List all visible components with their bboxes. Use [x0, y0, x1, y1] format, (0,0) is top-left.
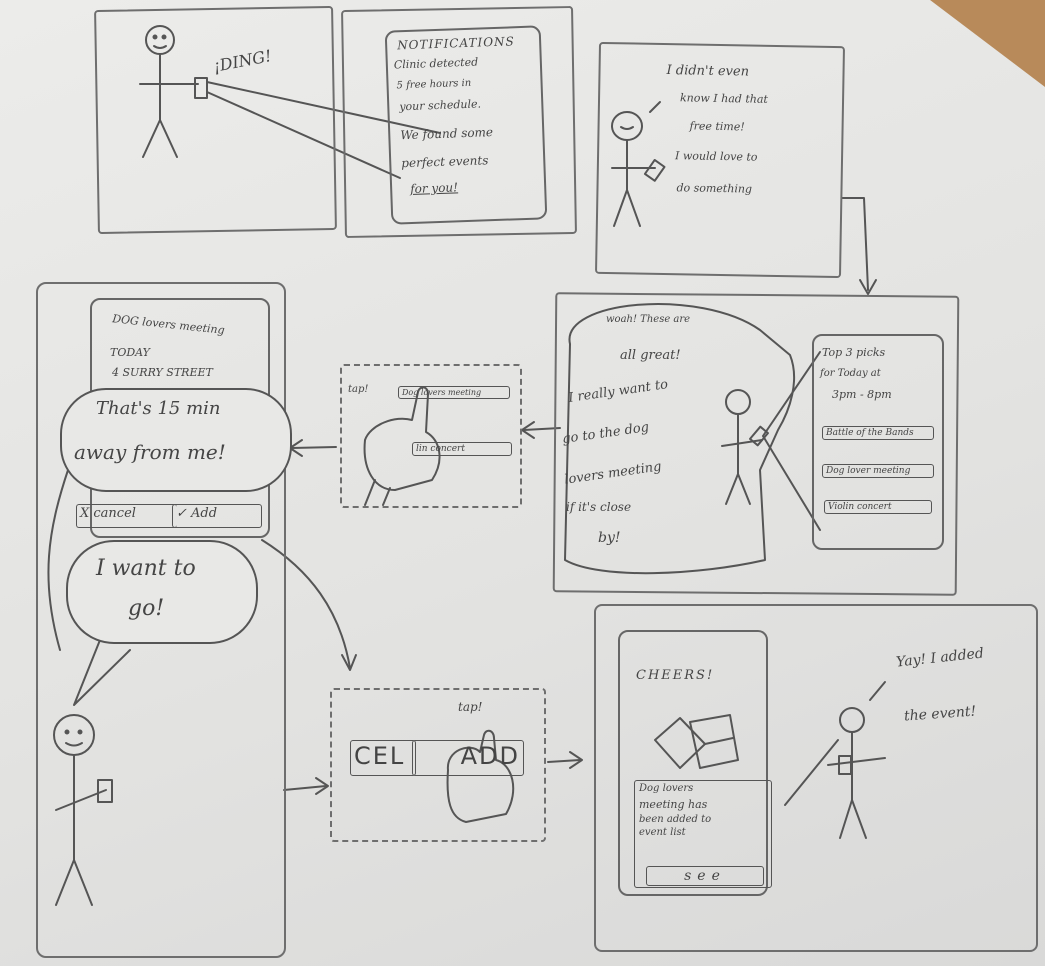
top-picks-phone: Top 3 picks for Today at 3pm - 8pm Battl…	[812, 334, 944, 550]
reaction-line-3: free time!	[689, 119, 745, 134]
cheers-phone: CHEERS!	[618, 630, 768, 896]
added-message-line-1: Dog lovers	[639, 783, 694, 794]
notification-line-3: your schedule.	[399, 97, 482, 114]
notification-line-5: perfect events	[401, 153, 489, 171]
thought-line-7: by!	[598, 530, 621, 546]
tap-option-violin[interactable]: lin concert	[412, 442, 512, 456]
option-violin-concert[interactable]: Violin concert	[824, 500, 932, 514]
add-partial-button[interactable]: ADD	[412, 740, 524, 776]
panel-ding: ¡DING!	[94, 5, 337, 235]
reaction-line-1: I didn't even	[666, 63, 750, 80]
option-battle-of-the-bands[interactable]: Battle of the Bands	[822, 426, 934, 440]
panel-reaction: I didn't even know I had that free time!…	[594, 41, 846, 279]
panel-cheers	[594, 604, 1038, 952]
thought-line-2: all great!	[620, 348, 681, 363]
notification-title: NOTIFICATIONS	[396, 34, 516, 53]
see-button[interactable]: see	[646, 866, 764, 886]
panel-tap-option: tap! Dog lovers meeting lin concert	[340, 364, 522, 508]
notification-line-2: 5 free hours in	[396, 77, 472, 92]
cheers-title: CHEERS!	[636, 668, 715, 683]
notification-line-6: for you!	[409, 180, 459, 196]
tap-label-7: tap!	[458, 700, 483, 714]
speech-want-line-2: go!	[128, 596, 165, 621]
event-day: TODAY	[110, 346, 150, 359]
added-message-line-4: event list	[639, 827, 686, 838]
speech-bubble-distance	[60, 388, 292, 492]
option-dog-lover-meeting[interactable]: Dog lover meeting	[822, 464, 934, 478]
panel-tap-add: tap! CEL ADD	[330, 688, 546, 842]
added-message-box: Dog lovers meeting has been added to eve…	[634, 780, 772, 888]
top-picks-line-3: 3pm - 8pm	[832, 388, 892, 401]
notification-line-1: Clinic detected	[393, 55, 479, 72]
add-button[interactable]: ✓ Add	[172, 504, 262, 528]
speech-want-line-1: I want to	[96, 556, 196, 581]
event-address: 4 SURRY STREET	[112, 366, 213, 379]
speech-bubble-want	[66, 540, 258, 644]
reaction-line-5: do something	[676, 181, 753, 196]
thought-line-6: if it's close	[566, 500, 632, 514]
added-message-line-3: been added to	[639, 814, 712, 825]
cancel-partial-button[interactable]: CEL	[350, 740, 416, 776]
cancel-button[interactable]: X cancel	[76, 504, 177, 528]
thought-line-1: woah! These are	[606, 314, 691, 325]
notification-phone: NOTIFICATIONS Clinic detected 5 free hou…	[384, 25, 548, 225]
tap-option-dog-lovers[interactable]: Dog lovers meeting	[398, 386, 510, 399]
reaction-line-2: know I had that	[679, 91, 768, 106]
added-message-line-2: meeting has	[639, 798, 708, 811]
panel-event-details	[36, 282, 286, 958]
top-picks-line-2: for Today at	[820, 368, 881, 379]
top-picks-line-1: Top 3 picks	[822, 346, 886, 359]
speech-distance-line-1: That's 15 min	[96, 398, 221, 419]
ding-sound-text: ¡DING!	[211, 46, 274, 76]
reaction-line-4: I would love to	[674, 149, 758, 164]
tap-label-5: tap!	[348, 384, 369, 395]
notification-line-4: We found some	[400, 125, 494, 143]
speech-distance-line-2: away from me!	[74, 440, 226, 464]
